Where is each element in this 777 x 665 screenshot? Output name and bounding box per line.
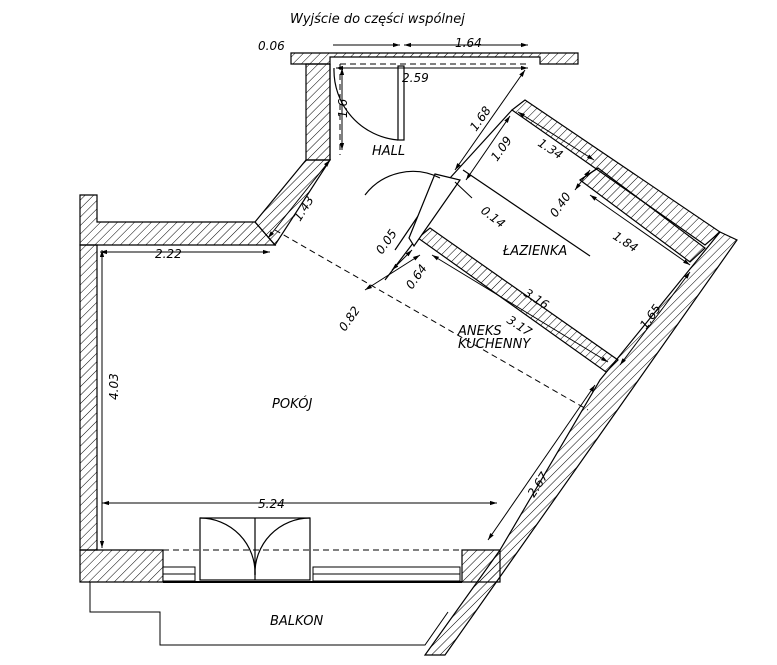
bathroom-door-leaf xyxy=(408,173,461,248)
doors xyxy=(199,65,461,581)
dim-4-03: 4.03 xyxy=(107,373,121,400)
balcony-door-right-swing xyxy=(254,517,311,576)
dim-0-05: 0.05 xyxy=(373,227,400,257)
bathroom-top-wall xyxy=(510,99,721,246)
walls xyxy=(79,52,738,656)
balcony-outline xyxy=(89,582,449,646)
living-top-wall xyxy=(79,194,277,246)
title-label: Wyjście do części wspólnej xyxy=(290,12,465,27)
windows xyxy=(162,566,462,583)
dim-5-24: 5.24 xyxy=(258,497,285,511)
top-wall xyxy=(290,52,579,65)
dim-0-14: 0.14 xyxy=(478,203,508,230)
balkon-label: BALKON xyxy=(270,614,323,629)
dim-1-84: 1.84 xyxy=(610,229,640,255)
entrance-door-swing xyxy=(333,67,399,141)
outer-diagonal-wall xyxy=(423,231,738,656)
balcony-door-left-swing xyxy=(199,517,256,576)
living-left-wall xyxy=(79,244,98,551)
dim-1-64: 1.64 xyxy=(455,36,482,50)
dim-0-06: 0.06 xyxy=(258,39,285,53)
dim-2-59: 2.59 xyxy=(402,71,429,85)
dim-0-82: 0.82 xyxy=(336,304,363,334)
lazienka-label: ŁAZIENKA xyxy=(502,244,567,259)
dim-0-40: 0.40 xyxy=(547,190,574,220)
pokoj-label: POKÓJ xyxy=(272,396,312,412)
dim-1-68: 1.68 xyxy=(467,104,494,134)
aneks-label-2: KUCHENNY xyxy=(458,337,531,352)
hall-label: HALL xyxy=(372,144,405,159)
bottom-left-wall xyxy=(79,549,164,583)
diagonal-entry-wall xyxy=(254,159,332,246)
dim-0-64: 0.64 xyxy=(403,262,430,292)
dimension-lines xyxy=(99,42,691,548)
dim-1-09: 1.09 xyxy=(488,134,515,164)
aneks-label-1: ANEKS xyxy=(457,324,502,339)
dim-2-22: 2.22 xyxy=(155,247,182,261)
dim-1-6: 1.6 xyxy=(336,99,350,118)
bathroom-door-swing xyxy=(364,170,441,196)
hall-left-wall xyxy=(305,63,331,161)
